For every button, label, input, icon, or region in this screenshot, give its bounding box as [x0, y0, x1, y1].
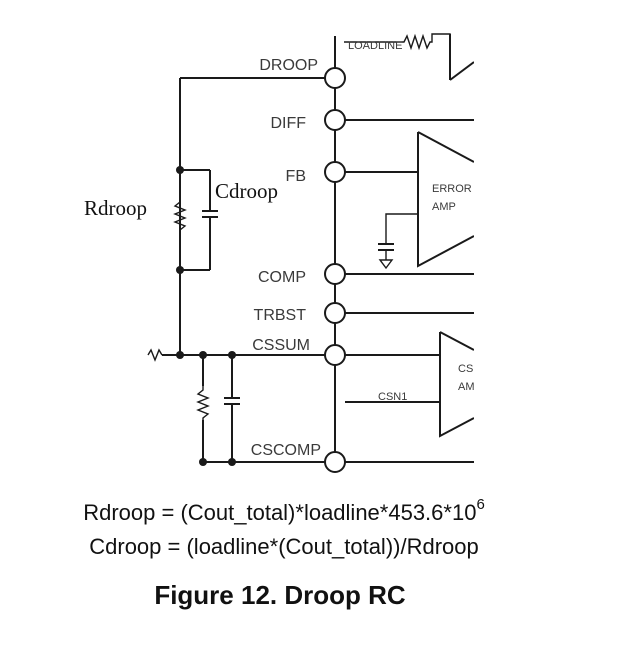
droop-pin-pad	[324, 67, 346, 89]
error-amp-triangle	[417, 132, 474, 268]
trbst-pin-pad	[324, 302, 346, 324]
junction-dot	[176, 266, 184, 274]
cs-resistor	[196, 386, 210, 422]
rdroop-resistor	[173, 198, 187, 234]
error-amp-ref-wire	[385, 213, 418, 244]
error-amp-label-line2: AMP	[432, 201, 456, 213]
cssum-input-resistor	[147, 348, 163, 362]
junction-dot	[176, 351, 184, 359]
cssum-pin-label: CSSUM	[252, 337, 310, 354]
comp-pin-pad	[324, 263, 346, 285]
rdroop-formula-text: Rdroop = (Cout_total)*loadline*453.6*10	[83, 500, 477, 525]
junction-dot	[199, 351, 207, 359]
rdroop-formula-exponent: 6	[476, 496, 485, 513]
cdroop-formula: Cdroop = (loadline*(Cout_total))/Rdroop	[89, 534, 479, 559]
loadline-label: LOADLINE	[348, 40, 402, 52]
loadline-resistor	[400, 33, 451, 51]
cssum-pin-pad	[324, 344, 346, 366]
trbst-pin-label: TRBST	[254, 307, 307, 324]
droop-rc-schematic: DROOP DIFF FB COMP TRBST CSSUM CSCOMP LO…	[84, 33, 482, 473]
ground-icon	[378, 259, 394, 270]
diff-pin-pad	[324, 109, 346, 131]
rdroop-label: Rdroop	[84, 196, 147, 220]
cs-amp-triangle	[439, 332, 474, 438]
fb-pin-pad	[324, 161, 346, 183]
loadline-amp-edge	[449, 61, 474, 81]
diff-pin-label: DIFF	[270, 115, 306, 132]
junction-dot	[176, 166, 184, 174]
error-amp-label-line1: ERROR	[432, 183, 472, 195]
cs-amp-label-line1: CS	[458, 363, 473, 375]
cdroop-label: Cdroop	[215, 179, 278, 203]
fb-pin-label: FB	[286, 168, 306, 185]
comp-pin-label: COMP	[258, 269, 306, 286]
rdroop-formula: Rdroop = (Cout_total)*loadline*453.6*106	[4, 496, 564, 526]
junction-dot	[199, 458, 207, 466]
cscomp-pin-pad	[324, 451, 346, 473]
cscomp-pin-label: CSCOMP	[251, 442, 321, 459]
cs-amp-label-line2: AMP	[458, 381, 482, 393]
junction-dot	[228, 351, 236, 359]
junction-dot	[228, 458, 236, 466]
droop-pin-label: DROOP	[259, 57, 318, 74]
csn1-label: CSN1	[378, 391, 407, 403]
figure-caption: Figure 12. Droop RC	[154, 580, 406, 610]
